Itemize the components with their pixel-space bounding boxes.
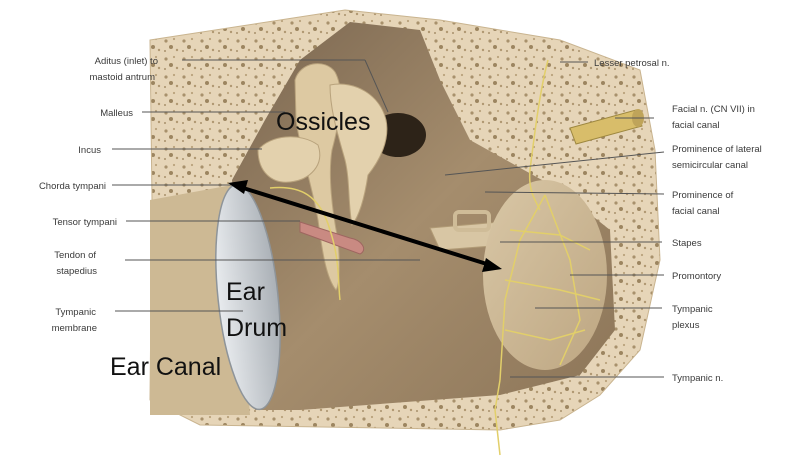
label-lateral-line2: semicircular canal [672,160,748,171]
label-tendon-line2: stapedius [56,266,97,277]
label-lesser-petrosal: Lesser petrosal n. [594,58,670,69]
label-lateral-line1: Prominence of lateral [672,144,762,155]
ossicle-body [257,136,321,183]
annotation-ear-line2: Drum [226,314,287,342]
label-tympanic-n: Tympanic n. [672,373,723,384]
label-facial-line1: Facial n. (CN VII) in [672,104,755,115]
label-tympanic-membrane-line1: Tympanic [55,307,96,318]
nerve-paths [269,59,601,456]
label-prom-facial-line2: facial canal [672,206,720,217]
label-tensor-tympani: Tensor tympani [53,217,117,228]
label-prom-facial-line1: Prominence of [672,190,734,201]
label-incus: Incus [78,145,101,156]
incus-shape [329,83,388,227]
label-plexus-line1: Tympanic [672,304,713,315]
annotation-ear-canal: Ear Canal [110,353,221,381]
label-facial-line2: facial canal [672,120,720,131]
promontory-shape [483,180,607,370]
label-chorda-tympani: Chorda tympani [39,181,106,192]
leader-lines [112,59,665,378]
label-malleus: Malleus [100,108,133,119]
label-aditus-line2: mastoid antrum [90,72,156,83]
label-tendon-line1: Tendon of [54,250,96,261]
label-tympanic-membrane-line2: membrane [52,323,97,334]
label-plexus-line2: plexus [672,320,700,331]
label-stapes: Stapes [672,238,702,249]
label-promontory: Promontory [672,271,721,282]
label-aditus-line1: Aditus (inlet) to [95,56,158,67]
eardrum-to-promontory-arrow [228,180,502,272]
annotation-ear-line1: Ear [226,278,265,306]
annotation-ossicles: Ossicles [276,108,370,136]
